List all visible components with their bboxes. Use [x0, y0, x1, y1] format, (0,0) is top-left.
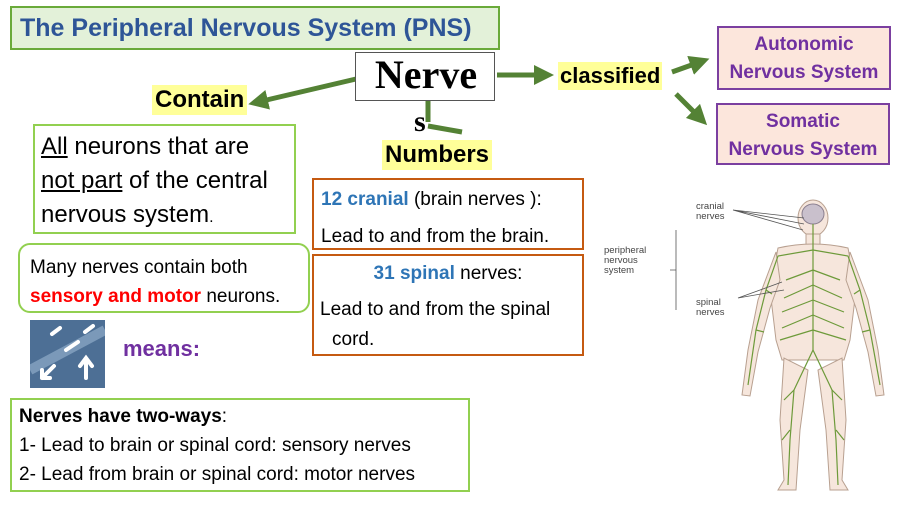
mixed-nerves-box: Many nerves contain both sensory and mot…: [18, 243, 310, 313]
cranial-label-line2: nerves: [696, 211, 725, 222]
mixed-line1: Many nerves contain both: [30, 257, 248, 278]
contain-text3: nervous system: [41, 201, 210, 228]
contain-not-part: not part: [41, 167, 123, 194]
mixed-tail: neurons.: [201, 286, 281, 307]
spinal-desc: nerves:: [454, 263, 523, 284]
pns-label-line3: system: [604, 265, 635, 276]
contain-text2: of the central: [122, 167, 268, 194]
page-title: The Peripheral Nervous System (PNS): [10, 6, 500, 50]
spinal-label-line2: nerves: [696, 307, 725, 318]
autonomic-line1: Autonomic: [754, 34, 854, 55]
classified-label: classified: [558, 62, 663, 90]
autonomic-line2: Nervous System: [729, 62, 879, 83]
two-ways-colon: :: [221, 406, 228, 427]
somatic-box: Somatic Nervous System: [716, 103, 890, 165]
nervous-system-figure: cranial nerves peripheral nervous system…: [598, 190, 898, 500]
cranial-label-line1: cranial: [696, 201, 724, 212]
pns-label: peripheral nervous system: [604, 246, 646, 276]
mixed-highlight: sensory and motor: [30, 286, 202, 307]
arrow-to-contain: [248, 76, 357, 110]
two-ways-item1: 1- Lead to brain or spinal cord: sensory…: [19, 435, 411, 456]
spinal-line2: Lead to and from the spinal: [320, 299, 551, 320]
arrow-to-autonomic: [671, 55, 710, 75]
contain-all: All: [41, 133, 68, 160]
road-arrows-image: [30, 320, 105, 388]
autonomic-box: Autonomic Nervous System: [717, 26, 891, 90]
cranial-count: 12 cranial: [321, 189, 409, 210]
nerves-center-word: Nerve: [374, 52, 478, 97]
cranial-nerves-box: 12 cranial (brain nerves ): Lead to and …: [312, 178, 584, 250]
spinal-count: 31 spinal: [373, 263, 455, 284]
contain-text1: neurons that are: [67, 133, 250, 160]
two-ways-heading: Nerves have two-ways: [19, 406, 222, 427]
two-ways-item2: 2- Lead from brain or spinal cord: motor…: [19, 464, 416, 485]
nerves-center-suffix: s: [414, 105, 426, 138]
cranial-nerves-label: cranial nerves: [696, 202, 725, 222]
contain-label: Contain: [152, 85, 248, 115]
body-illustration: [670, 199, 885, 491]
means-label: means:: [123, 336, 201, 361]
cranial-line2: Lead to and from the brain.: [321, 226, 550, 247]
contain-definition-box: All neurons that are not part of the cen…: [33, 124, 296, 234]
two-ways-box: Nerves have two-ways: 1- Lead to brain o…: [10, 398, 470, 492]
spinal-nerves-label: spinal nerves: [696, 298, 725, 318]
nerves-center-box: [355, 52, 495, 101]
numbers-label: Numbers: [382, 140, 493, 170]
arrow-to-somatic: [674, 92, 708, 126]
arrow-to-numbers-b: [427, 123, 463, 135]
spinal-line3: cord.: [332, 329, 375, 350]
somatic-line1: Somatic: [766, 111, 840, 132]
somatic-line2: Nervous System: [728, 139, 878, 160]
pns-label-line2: nervous: [604, 255, 638, 266]
spinal-nerves-box: 31 spinal nerves: Lead to and from the s…: [312, 254, 584, 356]
spinal-label-line1: spinal: [696, 297, 721, 308]
pns-label-line1: peripheral: [604, 245, 647, 256]
cranial-desc: (brain nerves ):: [408, 189, 542, 210]
contain-period: .: [209, 209, 214, 226]
